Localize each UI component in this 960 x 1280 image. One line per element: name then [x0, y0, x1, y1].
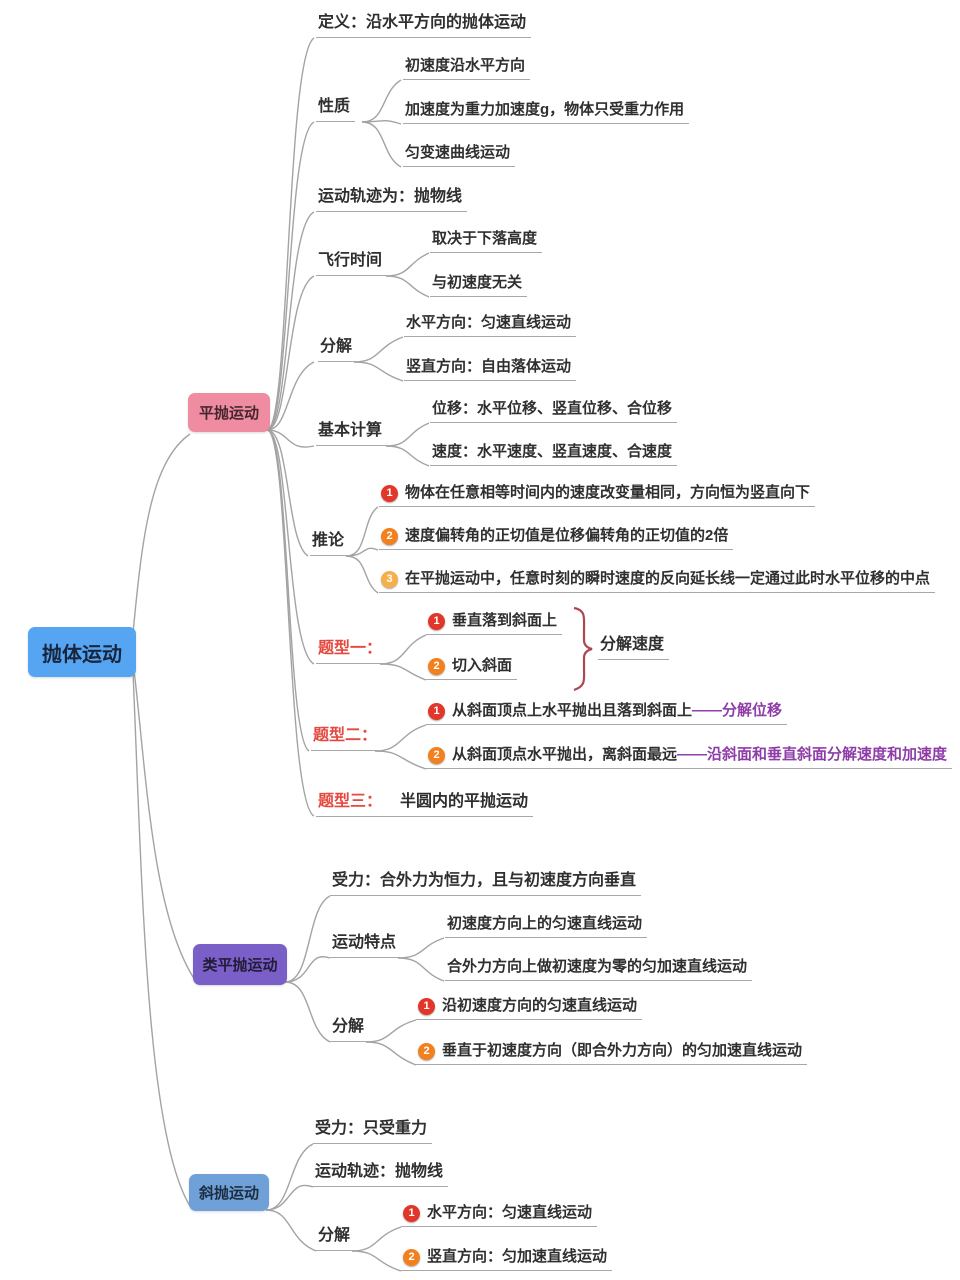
root-node[interactable]: 抛体运动 [28, 627, 136, 677]
node-tixing3[interactable]: 题型三： 半圆内的平抛运动 [316, 792, 534, 817]
number-badge-2-icon: 2 [428, 746, 445, 764]
lei-tedian-item-0[interactable]: 初速度方向上的匀速直线运动 [445, 915, 648, 938]
tixing2-text: 从斜面顶点上水平抛出且落到斜面上 [452, 702, 693, 719]
tixing2-highlight: ——分解位移 [692, 702, 783, 719]
number-badge-1-icon: 1 [428, 612, 445, 630]
node-feixing[interactable]: 飞行时间 [316, 251, 388, 276]
number-badge-2-icon: 2 [418, 1042, 435, 1060]
node-jiben-item-0[interactable]: 位移：水平位移、竖直位移、合位移 [430, 400, 678, 423]
node-tuilun[interactable]: 推论 [310, 531, 350, 556]
tixing2-highlight: ——沿斜面和垂直斜面分解速度和加速度 [677, 746, 948, 763]
xie-fenjie-text: 水平方向：匀速直线运动 [427, 1204, 593, 1221]
inference-item-1[interactable]: 1 物体在任意相等时间内的速度改变量相同，方向恒为竖直向下 [379, 484, 816, 507]
node-tixing1[interactable]: 题型一： [316, 639, 388, 664]
xie-fenjie-item-2[interactable]: 2 竖直方向：匀加速直线运动 [401, 1248, 613, 1271]
number-badge-1-icon: 1 [418, 997, 435, 1015]
tixing1-item-2[interactable]: 2 切入斜面 [426, 657, 518, 680]
node-xingzhi-item-1[interactable]: 加速度为重力加速度g，物体只受重力作用 [403, 101, 690, 124]
inference-item-2[interactable]: 2 速度偏转角的正切值是位移偏转角的正切值的2倍 [379, 527, 734, 550]
number-badge-2-icon: 2 [403, 1248, 420, 1266]
node-definition[interactable]: 定义：沿水平方向的抛体运动 [316, 13, 532, 38]
branch-pingpao[interactable]: 平抛运动 [188, 393, 270, 432]
node-guiji[interactable]: 运动轨迹为：抛物线 [316, 187, 468, 212]
node-feixing-item-1[interactable]: 与初速度无关 [430, 274, 528, 297]
tixing3-label: 题型三： [318, 793, 383, 810]
xie-fenjie[interactable]: 分解 [316, 1226, 356, 1251]
node-jiben-item-1[interactable]: 速度：水平速度、竖直速度、合速度 [430, 443, 678, 466]
xie-guiji[interactable]: 运动轨迹：抛物线 [313, 1162, 449, 1187]
lei-fenjie[interactable]: 分解 [330, 1017, 370, 1042]
node-fenjie-item-0[interactable]: 水平方向：匀速直线运动 [404, 314, 577, 337]
number-badge-2-icon: 2 [428, 657, 445, 675]
lei-fenjie-text: 沿初速度方向的匀速直线运动 [442, 997, 638, 1014]
tixing2-item-1[interactable]: 1 从斜面顶点上水平抛出且落到斜面上 ——分解位移 [426, 702, 788, 725]
tixing3-text: 半圆内的平抛运动 [400, 793, 529, 810]
lei-shouli[interactable]: 受力：合外力为恒力，且与初速度方向垂直 [330, 871, 642, 896]
inference-text: 在平抛运动中，任意时刻的瞬时速度的反向延长线一定通过此时水平位移的中点 [405, 570, 931, 587]
node-jiben[interactable]: 基本计算 [316, 421, 388, 446]
number-badge-1-icon: 1 [428, 702, 445, 720]
inference-text: 速度偏转角的正切值是位移偏转角的正切值的2倍 [405, 527, 729, 544]
node-fenjie-item-1[interactable]: 竖直方向：自由落体运动 [404, 358, 577, 381]
xie-fenjie-item-1[interactable]: 1 水平方向：匀速直线运动 [401, 1204, 598, 1227]
tixing1-text: 垂直落到斜面上 [452, 612, 558, 629]
node-xingzhi-item-2[interactable]: 匀变速曲线运动 [403, 144, 516, 167]
number-badge-1-icon: 1 [381, 484, 398, 502]
tixing1-text: 切入斜面 [452, 657, 513, 674]
xie-shouli[interactable]: 受力：只受重力 [313, 1119, 433, 1144]
lei-fenjie-item-2[interactable]: 2 垂直于初速度方向（即合外力方向）的匀加速直线运动 [416, 1042, 808, 1065]
node-xingzhi[interactable]: 性质 [316, 97, 356, 122]
node-fenjie[interactable]: 分解 [318, 337, 358, 362]
branch-xiepao[interactable]: 斜抛运动 [189, 1174, 269, 1211]
xie-fenjie-text: 竖直方向：匀加速直线运动 [427, 1248, 608, 1265]
lei-tedian[interactable]: 运动特点 [330, 933, 402, 958]
brace-icon [573, 606, 593, 692]
node-feixing-item-0[interactable]: 取决于下落高度 [430, 230, 543, 253]
node-tixing2[interactable]: 题型二： [311, 726, 383, 751]
inference-text: 物体在任意相等时间内的速度改变量相同，方向恒为竖直向下 [405, 484, 811, 501]
tixing2-text: 从斜面顶点水平抛出，离斜面最远 [452, 746, 678, 763]
number-badge-1-icon: 1 [403, 1204, 420, 1222]
branch-leipingpao[interactable]: 类平抛运动 [193, 944, 287, 985]
node-xingzhi-item-0[interactable]: 初速度沿水平方向 [403, 57, 531, 80]
node-fenjie-sudu[interactable]: 分解速度 [598, 635, 670, 660]
lei-tedian-item-1[interactable]: 合外力方向上做初速度为零的匀加速直线运动 [445, 958, 753, 981]
lei-fenjie-text: 垂直于初速度方向（即合外力方向）的匀加速直线运动 [442, 1042, 803, 1059]
tixing2-item-2[interactable]: 2 从斜面顶点水平抛出，离斜面最远 ——沿斜面和垂直斜面分解速度和加速度 [426, 746, 953, 769]
inference-item-3[interactable]: 3 在平抛运动中，任意时刻的瞬时速度的反向延长线一定通过此时水平位移的中点 [379, 570, 936, 593]
number-badge-3-icon: 3 [381, 570, 398, 588]
lei-fenjie-item-1[interactable]: 1 沿初速度方向的匀速直线运动 [416, 997, 643, 1020]
number-badge-2-icon: 2 [381, 527, 398, 545]
tixing1-item-1[interactable]: 1 垂直落到斜面上 [426, 612, 563, 635]
